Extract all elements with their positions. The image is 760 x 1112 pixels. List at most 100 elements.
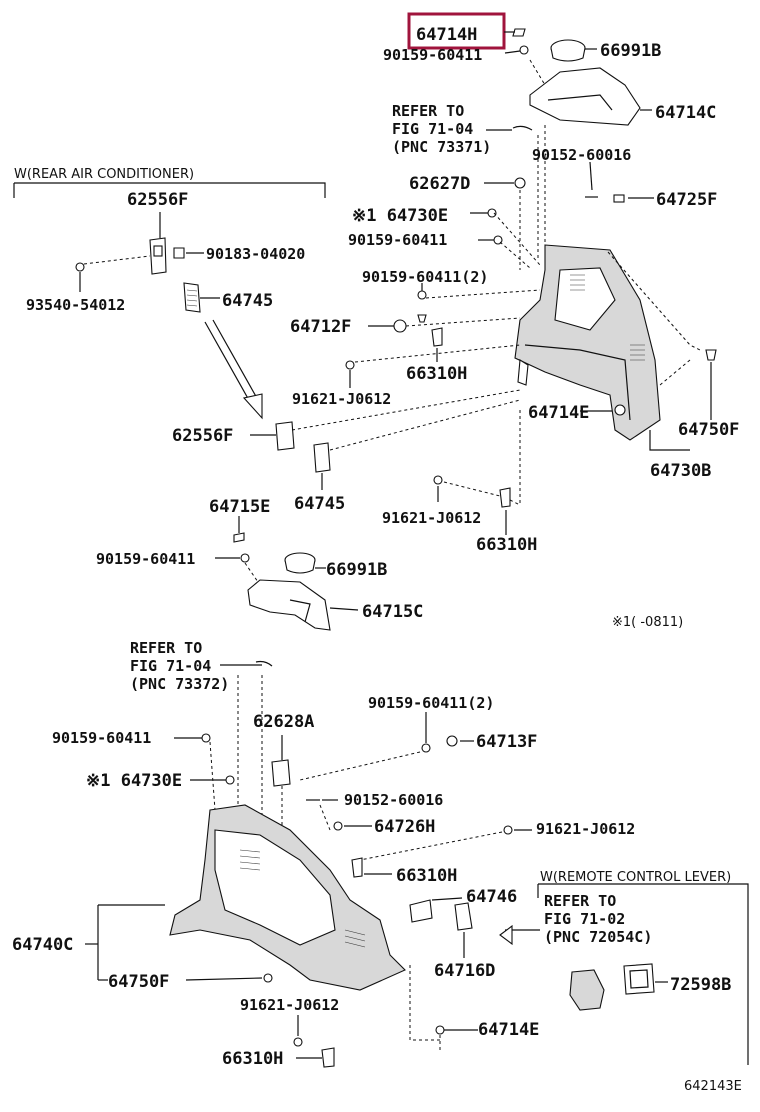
clip-62628A	[271, 759, 291, 787]
vent-grille-a	[570, 274, 645, 361]
clip-66310H-a	[431, 327, 443, 347]
ref-right-line1: REFER TO	[544, 892, 616, 910]
label-91621-J0612-a: 91621-J0612	[292, 390, 391, 408]
label-66991B-b: 66991B	[326, 560, 387, 580]
clip-64714H	[512, 28, 526, 37]
screw-91621-d	[293, 1037, 303, 1047]
clip-64715E	[233, 532, 245, 543]
clip-66310H-b	[499, 487, 511, 508]
cap-66991B-body	[550, 47, 586, 62]
label-64715C: 64715C	[362, 602, 423, 622]
label-90159-60411-2b: 90159-60411(2)	[368, 694, 494, 712]
label-91621-J0612-c: 91621-J0612	[536, 820, 635, 838]
label-62628A: 62628A	[253, 712, 314, 732]
ref-top-line1: REFER TO	[392, 102, 464, 120]
label-64716D: 64716D	[434, 961, 495, 981]
label-64730E-a: ※1 64730E	[352, 206, 448, 226]
label-72598B: 72598B	[670, 975, 731, 995]
label-66991B-a: 66991B	[600, 41, 661, 61]
lever-part	[569, 969, 605, 1011]
label-90152-60016-b: 90152-60016	[344, 791, 443, 809]
screw-93540	[75, 262, 85, 272]
label-64750F-b: 64750F	[108, 972, 169, 992]
arrow-head-b	[499, 924, 513, 946]
label-62556F-a: 62556F	[127, 190, 188, 210]
label-64726H: 64726H	[374, 817, 435, 837]
screw-91621-c	[503, 825, 513, 835]
screw-91621-a	[345, 360, 355, 370]
label-64715E: 64715E	[209, 497, 270, 517]
part-64746	[409, 899, 433, 923]
note-rear-ac: W(REAR AIR CONDITIONER)	[14, 167, 194, 182]
ref-right-line2: FIG 71-02	[544, 910, 625, 928]
label-93540-54012: 93540-54012	[26, 296, 125, 314]
nut-64725F	[613, 194, 625, 203]
label-62627D: 62627D	[409, 174, 470, 194]
clip-64714E-a-part	[517, 359, 529, 386]
label-90159-60411-c: 90159-60411	[96, 550, 195, 568]
label-66310H-d: 66310H	[222, 1049, 283, 1069]
figure-id: 642143E	[684, 1079, 742, 1094]
cap-64713F	[446, 735, 458, 747]
label-64745-b: 64745	[294, 494, 345, 514]
screw-90159-c	[240, 553, 250, 563]
label-90159-60411-b: 90159-60411	[348, 231, 447, 249]
label-64745-a: 64745	[222, 291, 273, 311]
cover-64715C	[247, 579, 331, 631]
grille-64745-b	[313, 442, 331, 473]
note-footnote: ※1( -0811)	[612, 615, 683, 630]
cover-detail	[547, 94, 613, 111]
highlight-box	[407, 12, 506, 50]
label-64713F: 64713F	[476, 732, 537, 752]
label-64730E-b: ※1 64730E	[86, 771, 182, 791]
panel-inner	[554, 267, 616, 331]
ref-mid-line2: FIG 71-04	[130, 657, 211, 675]
arrow-head-a	[242, 393, 263, 420]
label-64746: 64746	[466, 887, 517, 907]
nut-64726H	[333, 821, 343, 831]
screw-90159-d	[201, 733, 211, 743]
screw-90159-2b	[421, 743, 431, 753]
label-90159-60411-d: 90159-60411	[52, 729, 151, 747]
clip-64750F-a	[705, 349, 717, 361]
bezel-72598B	[623, 963, 655, 995]
clip-66310H-c	[351, 857, 363, 878]
ref-clip-mid	[255, 660, 273, 667]
label-64750F-a: 64750F	[678, 420, 739, 440]
screw-64714E-a	[614, 404, 626, 416]
label-90183-04020: 90183-04020	[206, 245, 305, 263]
ref-clip-top	[512, 125, 533, 131]
pin-62627D	[514, 177, 526, 189]
part-64716D	[454, 902, 473, 931]
screw-top	[519, 45, 529, 55]
rear-ac-bracket	[14, 182, 326, 198]
panel-64730B	[514, 244, 661, 441]
label-64714E-a: 64714E	[528, 403, 589, 423]
screw-64730E-a	[487, 208, 497, 218]
label-90152-60016-a: 90152-60016	[532, 146, 631, 164]
label-62556F-b: 62556F	[172, 426, 233, 446]
label-90159-60411-2a: 90159-60411(2)	[362, 268, 488, 286]
grille-64745-a	[183, 282, 201, 313]
nut-90183	[173, 247, 185, 259]
screw-64730E-b	[225, 775, 235, 785]
cap-64712F	[393, 319, 407, 333]
panel-64740C-inner	[214, 829, 336, 946]
label-90159-60411-a: 90159-60411	[383, 46, 482, 64]
bracket-62556F-b	[275, 421, 295, 451]
label-66310H-c: 66310H	[396, 866, 457, 886]
label-91621-J0612-b: 91621-J0612	[382, 509, 481, 527]
label-64740C: 64740C	[12, 935, 73, 955]
label-64714E-b: 64714E	[478, 1020, 539, 1040]
label-64714C: 64714C	[655, 103, 716, 123]
clip-64750F-b	[263, 973, 273, 983]
label-66310H-a: 66310H	[406, 364, 467, 384]
screw-90159-2a	[417, 290, 427, 300]
label-66310H-b: 66310H	[476, 535, 537, 555]
note-remote-lever: W(REMOTE CONTROL LEVER)	[540, 870, 731, 885]
part-labels: 64714H 90159-60411 66991B 64714C REFER T…	[12, 25, 742, 1094]
label-64725F: 64725F	[656, 190, 717, 210]
screw-64714E-b	[435, 1025, 445, 1035]
ref-right-line3: (PNC 72054C)	[544, 928, 652, 946]
